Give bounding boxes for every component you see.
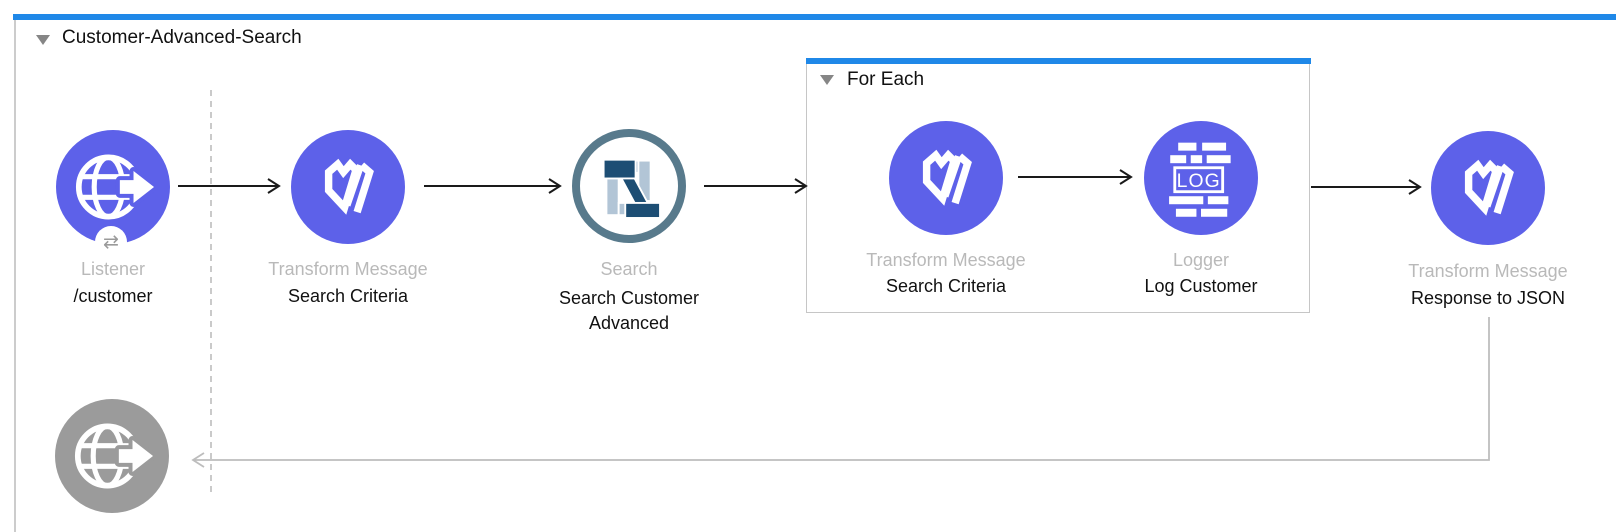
foreach-accent-bar [805, 57, 1311, 64]
response-return-path [191, 317, 1490, 468]
return-line-to-response [191, 317, 1490, 468]
foreach-title: For Each [847, 69, 925, 90]
response-listener-node[interactable] [55, 399, 169, 513]
search-name-label: Search Customer Advanced [558, 288, 700, 333]
foreach-transform-name-label: Search Criteria [885, 276, 1007, 296]
logger-type-label: Logger [1172, 250, 1230, 270]
transform-message-2-node[interactable] [1431, 131, 1545, 245]
foreach-transform-type-label: Transform Message [866, 250, 1026, 270]
flow-title: Customer-Advanced-Search [62, 27, 302, 48]
dataweave-icon [324, 158, 374, 215]
logger-icon-text: LOG [1177, 170, 1221, 192]
foreach-transform-message-node[interactable] [889, 121, 1003, 235]
foreach-scope[interactable]: For Each Transform Message Search Criter… [805, 57, 1311, 313]
listener-name-label: /customer [73, 286, 153, 306]
arrow-transform1-to-search [424, 178, 562, 194]
flow-left-border [14, 20, 16, 532]
transform-message-1-node[interactable] [291, 130, 405, 244]
arrow-listener-to-transform1 [178, 178, 281, 194]
transform-message-1-type-label: Transform Message [268, 259, 428, 279]
transform-message-2-name-label: Response to JSON [1410, 288, 1566, 308]
flow-collapse-icon[interactable] [36, 35, 50, 45]
dataweave-icon [1464, 159, 1514, 216]
transform-message-2-type-label: Transform Message [1408, 261, 1568, 281]
listener-type-label: Listener [80, 259, 146, 279]
arrow-foreach-to-transform2 [1311, 179, 1422, 195]
http-listener-globe-icon [74, 423, 158, 489]
http-listener-globe-icon [75, 154, 159, 220]
logger-name-label: Log Customer [1144, 276, 1258, 296]
listener-exchange-badge: ⇄ [95, 226, 127, 258]
netsuite-search-node[interactable] [572, 129, 686, 243]
search-type-label: Search [600, 259, 658, 279]
logger-node[interactable]: LOG [1144, 121, 1258, 235]
flow-top-accent-bar [13, 14, 1616, 20]
logger-icon: LOG [1169, 142, 1231, 217]
netsuite-logo-icon [602, 158, 661, 219]
dataweave-icon [922, 149, 972, 206]
exchange-arrows-icon: ⇄ [103, 231, 119, 253]
arrow-search-to-foreach [704, 178, 808, 194]
listener-node[interactable]: ⇄ [56, 130, 170, 258]
transform-message-1-name-label: Search Criteria [287, 286, 409, 306]
foreach-collapse-icon[interactable] [820, 75, 834, 85]
